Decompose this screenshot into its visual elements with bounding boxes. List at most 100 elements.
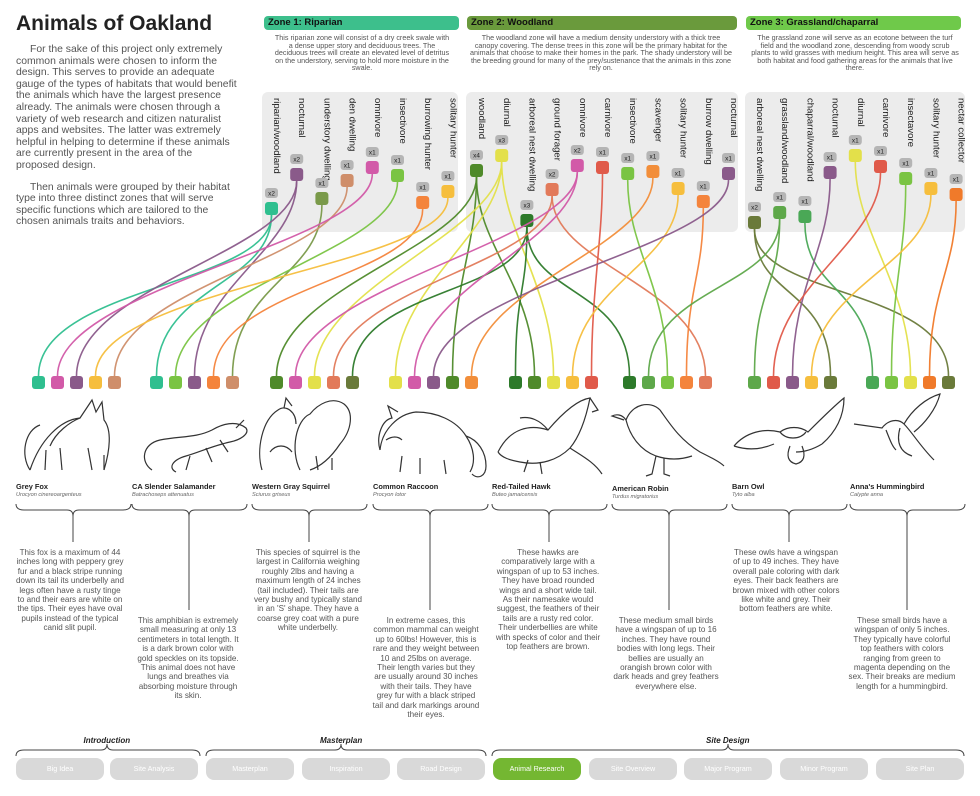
- animal-name: Western Gray Squirrel: [252, 482, 330, 491]
- trait-count-badge: [315, 178, 329, 188]
- trait-swatch: [848, 149, 862, 162]
- trait-count: x2: [268, 191, 275, 198]
- connection-line: [432, 179, 730, 377]
- animal-trait-swatch: [699, 376, 712, 389]
- animal-trait-swatch: [904, 376, 917, 389]
- trait-count: x1: [852, 138, 859, 145]
- trait-label: ground forager: [552, 98, 563, 162]
- trait-count-badge: [773, 192, 787, 202]
- trait-count: x3: [524, 203, 531, 210]
- trait-label: carnivore: [880, 98, 891, 137]
- nav-section-label: Site Design: [706, 736, 750, 745]
- animal-description: This species of squirrel is the largest …: [254, 548, 362, 633]
- nav-button-inspiration[interactable]: Inspiration: [302, 758, 390, 780]
- trait-count-badge: [671, 168, 685, 178]
- nav-button-big-idea[interactable]: Big Idea: [16, 758, 104, 780]
- animal-trait-swatch: [327, 376, 340, 389]
- animal-description: In extreme cases, this common mammal can…: [372, 616, 480, 720]
- connection-line: [791, 178, 831, 377]
- nav-button-major-program[interactable]: Major Program: [684, 758, 772, 780]
- nav-button-site-analysis[interactable]: Site Analysis: [110, 758, 198, 780]
- animal-trait-swatch: [32, 376, 45, 389]
- trait-count: x2: [549, 172, 556, 179]
- trait-swatch: [545, 183, 559, 196]
- animal-trait-swatch: [748, 376, 761, 389]
- connection-line: [500, 161, 555, 377]
- animal-name: Barn Owl: [732, 482, 765, 491]
- connection-line: [928, 200, 957, 377]
- connection-line: [37, 214, 273, 377]
- grey-fox-illustration: [24, 398, 110, 471]
- zone-1-description: This riparian zone will consist of a dry…: [274, 33, 450, 73]
- animal-trait-swatch: [680, 376, 693, 389]
- trait-swatch: [570, 159, 584, 172]
- animal-brace: [611, 503, 728, 517]
- animal-trait-swatch: [207, 376, 220, 389]
- trait-swatch: [621, 167, 635, 180]
- animal-trait-swatch: [346, 376, 359, 389]
- animal-description: These owls have a wingspan of up to 49 i…: [732, 548, 840, 614]
- trait-count: x1: [877, 149, 884, 156]
- nav-button-road-design[interactable]: Road Design: [397, 758, 485, 780]
- trait-label: carnivore: [602, 98, 613, 137]
- animal-trait-swatch: [308, 376, 321, 389]
- trait-count-badge: [570, 145, 584, 155]
- connection-line: [413, 171, 579, 377]
- trait-count-badge: [520, 200, 534, 210]
- trait-label: diurnal: [855, 98, 866, 127]
- trait-count: x1: [445, 174, 452, 181]
- animal-description: These small birds have a wingspan of onl…: [848, 616, 956, 691]
- animal-trait-swatch: [509, 376, 522, 389]
- nav-section-brace: [205, 743, 487, 757]
- trait-count-badge: [365, 147, 379, 157]
- nav-button-site-plan[interactable]: Site Plan: [876, 758, 964, 780]
- trait-count-badge: [924, 168, 938, 178]
- trait-count: x1: [675, 171, 682, 178]
- connection-line: [753, 218, 781, 377]
- trait-count: x1: [369, 150, 376, 157]
- nav-button-minor-program[interactable]: Minor Program: [780, 758, 868, 780]
- trait-count: x1: [599, 150, 606, 157]
- trait-swatch: [924, 182, 938, 195]
- animal-brace: [251, 503, 368, 517]
- nav-button-animal-research[interactable]: Animal Research: [493, 758, 581, 780]
- intro-paragraph-1: For the sake of this project only extrem…: [16, 44, 237, 171]
- animal-scientific-name: Procyon lotor: [373, 492, 406, 498]
- connection-line: [753, 228, 832, 377]
- trait-swatch: [290, 168, 304, 181]
- trait-count: x1: [344, 163, 351, 170]
- trait-swatch: [899, 172, 913, 185]
- animal-name: Anna's Hummingbird: [850, 482, 925, 491]
- animal-trait-swatch: [866, 376, 879, 389]
- trait-swatch: [773, 206, 787, 219]
- nav-section-label: Introduction: [83, 736, 131, 745]
- animal-brace: [491, 503, 608, 517]
- trait-label: insectivore: [627, 98, 638, 144]
- trait-swatch: [798, 210, 812, 223]
- trait-count: x3: [498, 138, 505, 145]
- trait-count-badge: [290, 154, 304, 164]
- trait-count: x1: [394, 158, 401, 165]
- animal-brace: [372, 503, 489, 517]
- zone-2-header: Zone 2: Woodland: [467, 16, 737, 30]
- american-robin-illustration: [610, 403, 725, 477]
- trait-label: grassland/woodland: [779, 98, 790, 183]
- trait-count-badge: [848, 135, 862, 145]
- trait-label: omnivore: [372, 98, 383, 137]
- trait-swatch: [696, 195, 710, 208]
- zone-3-header: Zone 3: Grassland/chaparral: [746, 16, 961, 30]
- animal-brace: [731, 503, 848, 517]
- trait-swatch: [874, 160, 887, 173]
- trait-count-badge: [621, 153, 635, 163]
- trait-label: chaparral/woodland: [804, 98, 815, 182]
- trait-count-badge: [748, 202, 761, 212]
- animal-scientific-name: Sciurus griseus: [252, 492, 291, 498]
- nav-button-masterplan[interactable]: Masterplan: [206, 758, 294, 780]
- trait-count-badge: [696, 181, 710, 191]
- nav-button-site-overview[interactable]: Site Overview: [589, 758, 677, 780]
- connection-line: [772, 172, 882, 377]
- connection-line: [294, 171, 579, 377]
- salamander-illustration: [143, 419, 248, 473]
- trait-count: x1: [319, 181, 326, 188]
- animal-trait-swatch: [70, 376, 83, 389]
